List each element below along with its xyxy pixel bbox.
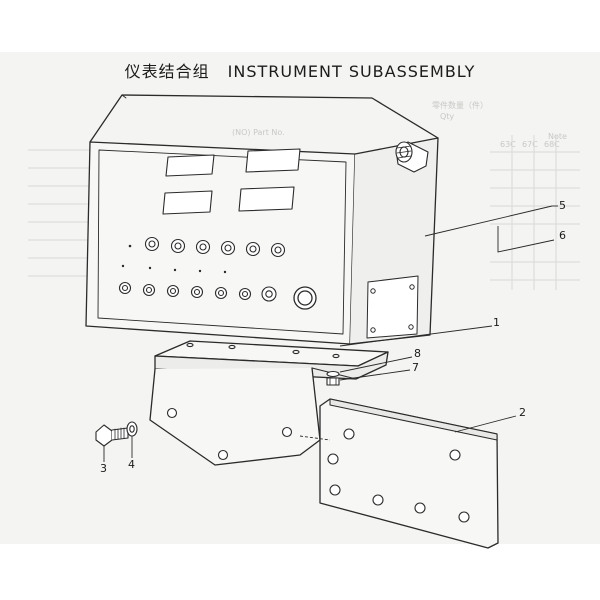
display-window-2 <box>245 148 301 173</box>
callout-1: 1 <box>493 316 500 329</box>
ghost-model-c: 68C <box>544 140 560 149</box>
box-top-outline <box>89 94 439 143</box>
leader-5 <box>424 205 553 237</box>
bracket-holes <box>166 342 340 461</box>
round-gauge <box>293 286 317 310</box>
display-window-3 <box>162 190 213 215</box>
side-access-panel <box>366 275 419 339</box>
side-connector <box>395 141 429 173</box>
ghost-note-text: Note <box>548 132 567 141</box>
mounting-plate <box>319 398 499 549</box>
ghost-model-b: 67C <box>522 140 538 149</box>
callout-4: 4 <box>128 458 135 471</box>
nut-and-washer <box>326 370 340 386</box>
ghost-model-a: 63C <box>500 140 516 149</box>
box-front-face <box>85 141 356 345</box>
leader-lines <box>103 205 558 462</box>
callout-8: 8 <box>414 347 421 360</box>
callout-2: 2 <box>519 406 526 419</box>
bolt <box>95 424 129 447</box>
knob-row-lower <box>118 281 277 302</box>
ghost-ref-text: (NO) Part No. <box>232 128 285 137</box>
tiny-indicator-dots-upper <box>121 244 227 274</box>
drawing-title: 仪表结合组 INSTRUMENT SUBASSEMBLY <box>0 58 600 82</box>
ghost-header-en: Qty <box>440 112 455 121</box>
leader-7 <box>339 369 411 381</box>
knob-row-upper <box>144 236 286 258</box>
leader-2 <box>454 415 517 433</box>
leader-8 <box>339 356 413 373</box>
callout-6: 6 <box>559 229 566 242</box>
title-chinese: 仪表结合组 <box>124 62 210 81</box>
bracket-vertical-plate <box>149 367 321 466</box>
leader-6 <box>497 226 555 253</box>
callout-3: 3 <box>100 462 107 475</box>
callout-7: 7 <box>412 361 419 374</box>
display-window-1 <box>165 154 215 177</box>
plate-holes <box>327 428 470 523</box>
display-windows <box>162 148 301 215</box>
leader-1 <box>339 325 493 347</box>
ghost-header-cn: 零件数量（件） <box>432 101 488 110</box>
callout-5: 5 <box>559 199 566 212</box>
display-window-4 <box>238 186 295 212</box>
title-english: INSTRUMENT SUBASSEMBLY <box>227 62 476 81</box>
washer <box>126 421 138 437</box>
